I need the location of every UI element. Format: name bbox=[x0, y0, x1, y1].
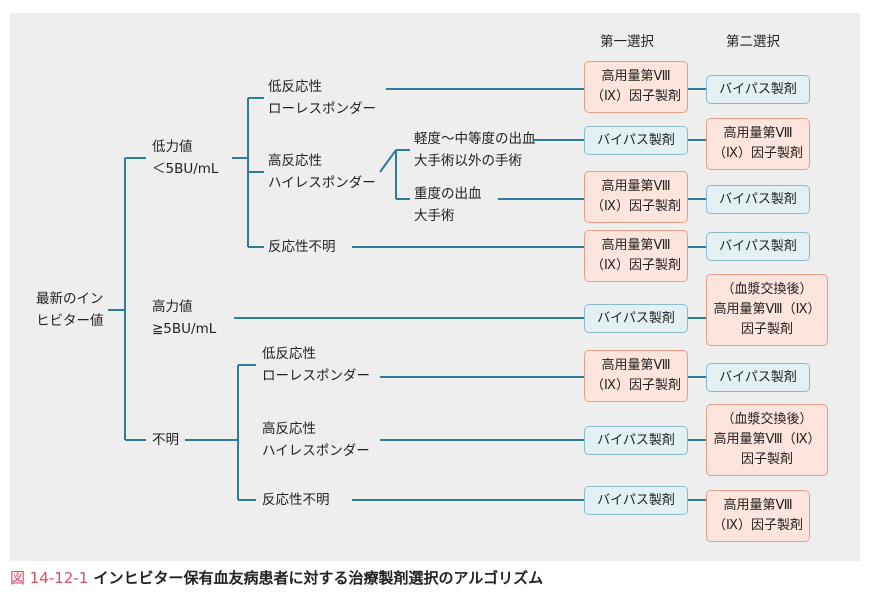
unknown-high-responder-label: 高反応性 ハイレスポンダー bbox=[262, 421, 370, 459]
high-responder-label: 高反応性 ハイレスポンダー bbox=[268, 153, 376, 191]
row8-second-choice-box: 高用量第Ⅷ （Ⅸ）因子製剤 bbox=[706, 490, 810, 542]
row5-second-choice-box: （血漿交換後） 高用量第Ⅷ（Ⅸ） 因子製剤 bbox=[706, 274, 828, 346]
row1-second-choice-box: バイパス製剤 bbox=[706, 75, 810, 104]
root-label: 最新のイン ヒビター値 bbox=[36, 291, 104, 329]
row6-first-choice-box: 高用量第Ⅷ （Ⅸ）因子製剤 bbox=[584, 350, 688, 402]
header-first-choice: 第一選択 bbox=[600, 34, 654, 50]
row5-first-choice-box: バイパス製剤 bbox=[584, 304, 688, 333]
row7-first-choice-box: バイパス製剤 bbox=[584, 426, 688, 455]
severe-bleeding-label: 重度の出血 大手術 bbox=[414, 186, 482, 224]
row4-second-choice-box: バイパス製剤 bbox=[706, 232, 810, 261]
figure-title: インヒビター保有血友病患者に対する治療製剤選択のアルゴリズム bbox=[93, 569, 544, 587]
row6-second-choice-box: バイパス製剤 bbox=[706, 363, 810, 392]
row2-second-choice-box: 高用量第Ⅷ （Ⅸ）因子製剤 bbox=[706, 118, 810, 170]
unknown-low-responder-label: 低反応性 ローレスポンダー bbox=[262, 346, 370, 384]
row3-second-choice-box: バイパス製剤 bbox=[706, 185, 810, 214]
figure-caption: 図 14-12-1 インヒビター保有血友病患者に対する治療製剤選択のアルゴリズム bbox=[10, 567, 543, 588]
unknown-titer-label: 不明 bbox=[152, 432, 179, 448]
row8-first-choice-box: バイパス製剤 bbox=[584, 486, 688, 515]
row7-second-choice-box: （血漿交換後） 高用量第Ⅷ（Ⅸ） 因子製剤 bbox=[706, 404, 828, 476]
high-titer-label: 高力値 ≧5BU/mL bbox=[152, 299, 217, 337]
figure-number: 図 14-12-1 bbox=[10, 569, 89, 587]
mild-bleeding-label: 軽度～中等度の出血 大手術以外の手術 bbox=[414, 131, 536, 169]
low-titer-label: 低力値 ＜5BU/mL bbox=[152, 139, 219, 177]
responder-unknown-label: 反応性不明 bbox=[268, 239, 336, 255]
header-second-choice: 第二選択 bbox=[726, 34, 780, 50]
row4-first-choice-box: 高用量第Ⅷ （Ⅸ）因子製剤 bbox=[584, 230, 688, 282]
row2-first-choice-box: バイパス製剤 bbox=[584, 126, 688, 155]
row1-first-choice-box: 高用量第Ⅷ （Ⅸ）因子製剤 bbox=[584, 61, 688, 113]
unknown-responder-unknown-label: 反応性不明 bbox=[262, 492, 330, 508]
low-responder-label: 低反応性 ローレスポンダー bbox=[268, 79, 376, 117]
row3-first-choice-box: 高用量第Ⅷ （Ⅸ）因子製剤 bbox=[584, 171, 688, 223]
